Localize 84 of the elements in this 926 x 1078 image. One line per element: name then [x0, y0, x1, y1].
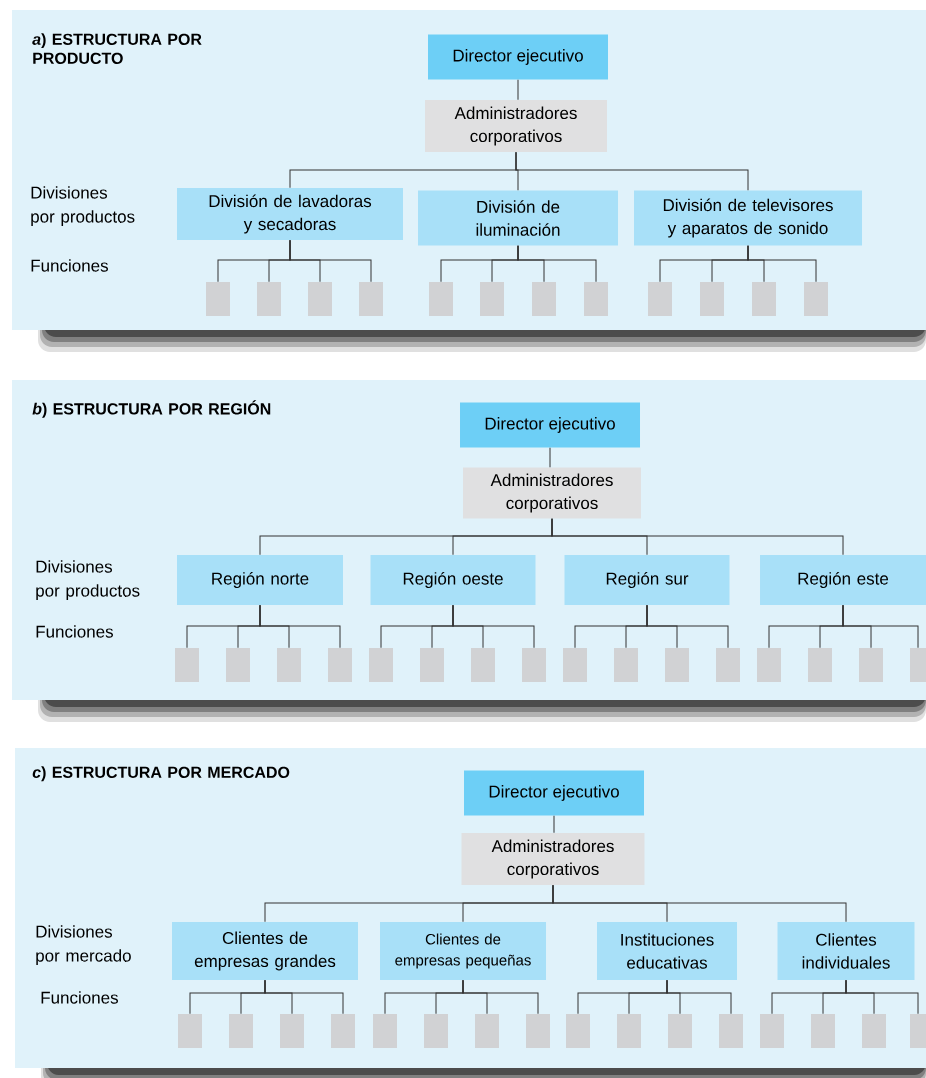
function-box	[668, 1014, 692, 1048]
connector-line	[517, 245, 597, 283]
connector-line	[553, 815, 555, 834]
connector-line	[289, 239, 372, 283]
function-box	[257, 282, 281, 316]
function-box	[328, 648, 352, 682]
connector-line	[747, 245, 817, 283]
function-box	[665, 648, 689, 682]
function-box	[226, 648, 250, 682]
connector-line	[646, 604, 729, 649]
division-box: Clientes individuales	[777, 922, 915, 980]
function-box	[617, 1014, 641, 1048]
connector-line	[549, 447, 551, 468]
function-box	[522, 648, 546, 682]
function-box	[532, 282, 556, 316]
row-label: Funciones	[31, 259, 108, 272]
connector-line	[259, 604, 341, 649]
executive-box: Director ejecutivo	[460, 402, 640, 448]
function-box	[910, 648, 926, 682]
function-box	[175, 648, 199, 682]
function-box	[420, 648, 444, 682]
function-box	[563, 648, 587, 682]
function-box	[719, 1014, 743, 1048]
connector-line	[515, 151, 749, 191]
executive-box: Director ejecutivo	[428, 34, 608, 80]
function-box	[811, 1014, 835, 1048]
row-label: Funciones	[36, 625, 113, 638]
function-box	[206, 282, 230, 316]
function-box	[475, 1014, 499, 1048]
function-box	[716, 648, 740, 682]
function-box	[429, 282, 453, 316]
function-box	[178, 1014, 202, 1048]
function-box	[277, 648, 301, 682]
division-box: Región este	[760, 555, 926, 605]
division-box: División de iluminación	[418, 190, 618, 246]
division-box: División de televisores y aparatos de sonido	[634, 190, 862, 246]
connector-line	[517, 79, 519, 101]
connector-line	[552, 884, 847, 923]
connector-line	[551, 518, 844, 556]
function-box	[862, 1014, 886, 1048]
row-label: Divisiones por productos	[36, 560, 140, 601]
function-box	[859, 648, 883, 682]
function-box	[480, 282, 504, 316]
division-box: Clientes de empresas pequeñas	[380, 922, 546, 980]
function-box	[757, 648, 781, 682]
manager-box: Administradores corporativos	[461, 833, 645, 885]
function-box	[526, 1014, 550, 1048]
function-box	[910, 1014, 926, 1048]
division-box: Instituciones educativas	[597, 922, 737, 980]
function-box	[359, 282, 383, 316]
executive-box: Director ejecutivo	[464, 770, 644, 816]
connector-line	[462, 979, 539, 1015]
function-box	[804, 282, 828, 316]
row-label: Divisiones por productos	[31, 186, 135, 227]
function-box	[308, 282, 332, 316]
connector-line	[842, 604, 919, 649]
function-box	[373, 1014, 397, 1048]
connector-line	[264, 979, 344, 1015]
manager-box: Administradores corporativos	[463, 467, 641, 519]
manager-box: Administradores corporativos	[425, 100, 607, 152]
connector-line	[845, 979, 919, 1015]
row-label: Funciones	[41, 991, 118, 1004]
function-box	[471, 648, 495, 682]
division-box: Región sur	[564, 555, 730, 605]
function-box	[566, 1014, 590, 1048]
division-box: Clientes de empresas grandes	[172, 922, 358, 980]
function-box	[648, 282, 672, 316]
function-box	[752, 282, 776, 316]
function-box	[424, 1014, 448, 1048]
function-box	[369, 648, 393, 682]
function-box	[331, 1014, 355, 1048]
function-box	[760, 1014, 784, 1048]
division-box: Región norte	[177, 555, 343, 605]
division-box: División de lavadoras y secadoras	[177, 188, 403, 240]
function-box	[280, 1014, 304, 1048]
row-label: Divisiones por mercado	[36, 925, 131, 966]
connector-line	[452, 604, 535, 649]
function-box	[700, 282, 724, 316]
function-box	[614, 648, 638, 682]
connector-line	[666, 979, 732, 1015]
function-box	[808, 648, 832, 682]
function-box	[229, 1014, 253, 1048]
division-box: Región oeste	[370, 555, 536, 605]
function-box	[584, 282, 608, 316]
